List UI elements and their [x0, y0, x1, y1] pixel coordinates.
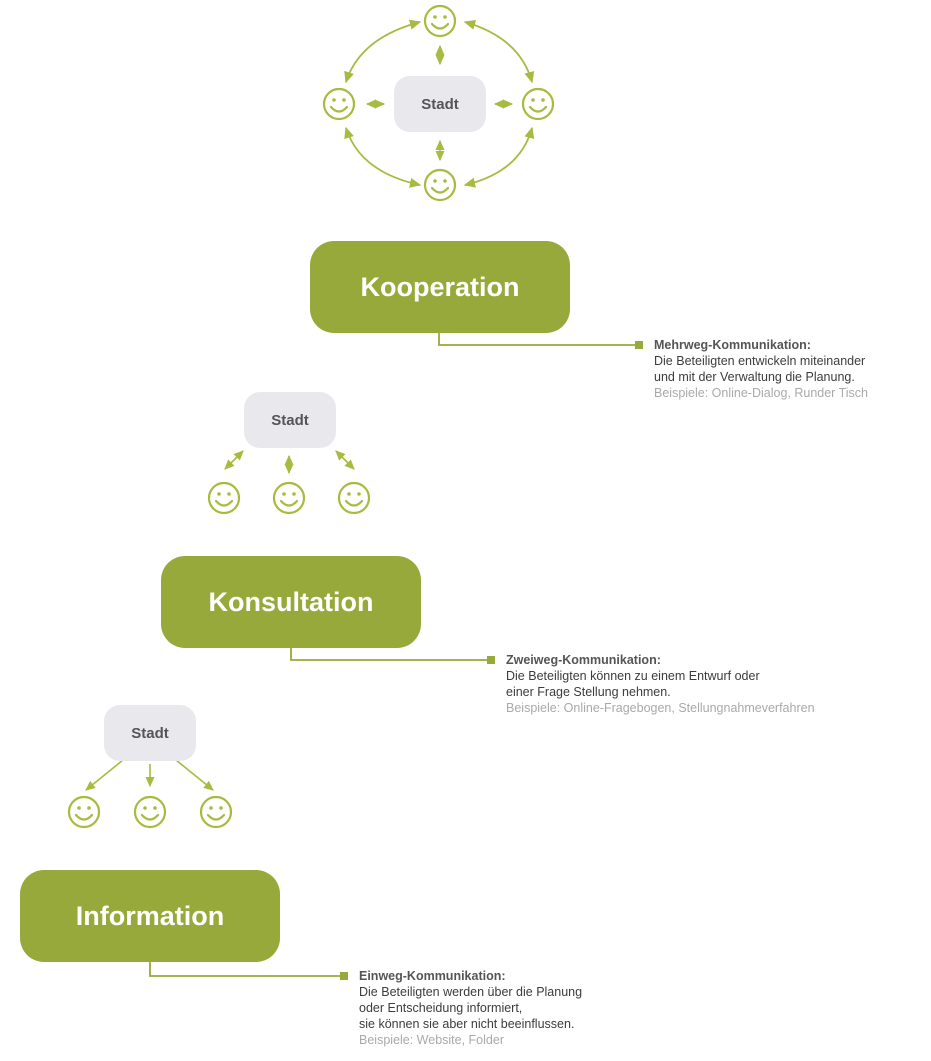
cycle-arrow: [463, 19, 535, 84]
one-way-arrow: [175, 759, 214, 791]
smiley-icon: [337, 481, 371, 515]
hub-box: Stadt: [244, 392, 336, 448]
description-title: Zweiweg-Kommunikation:: [506, 653, 661, 667]
connector-line: [290, 645, 487, 661]
cycle-arrow: [344, 126, 422, 188]
connector-line: [149, 962, 340, 977]
description-kooperation: Mehrweg-Kommunikation: Die Beteiligten e…: [635, 337, 868, 401]
description-title: Einweg-Kommunikation:: [359, 969, 506, 983]
level-konsultation: Konsultation: [161, 556, 421, 648]
smiley-icon: [199, 795, 233, 829]
description-line: oder Entscheidung informiert,: [359, 1001, 523, 1015]
smiley-icon: [272, 481, 306, 515]
description-title: Mehrweg-Kommunikation:: [654, 338, 811, 352]
description-examples: Beispiele: Online-Fragebogen, Stellungna…: [506, 701, 815, 715]
hub-box: Stadt: [104, 705, 196, 761]
smiley-icon: [322, 87, 356, 121]
level-information: Information: [20, 870, 280, 962]
description-line: Die Beteiligten werden über die Planung: [359, 985, 583, 999]
description-line: Die Beteiligten können zu einem Entwurf …: [506, 669, 760, 683]
description-examples: Beispiele: Online-Dialog, Runder Tisch: [654, 386, 868, 400]
smiley-icon: [133, 795, 167, 829]
bullet: [635, 341, 643, 349]
cycle-arrow: [344, 19, 422, 84]
smiley-icon: [67, 795, 101, 829]
double-arrow: [224, 450, 244, 470]
description-konsultation: Zweiweg-Kommunikation: Die Beteiligten k…: [487, 652, 815, 716]
description-line: einer Frage Stellung nehmen.: [506, 685, 671, 699]
cycle-arrow: [463, 126, 535, 188]
hub-box: Stadt: [394, 76, 486, 132]
description-line: sie können sie aber nicht beeinflussen.: [359, 1017, 575, 1031]
description-line: Die Beteiligten entwickeln miteinander: [654, 354, 866, 368]
double-arrow: [335, 450, 355, 470]
smiley-icon: [423, 168, 457, 202]
smiley-icon: [207, 481, 241, 515]
description-information: Einweg-Kommunikation: Die Beteiligten we…: [340, 968, 583, 1048]
description-examples: Beispiele: Website, Folder: [359, 1033, 504, 1047]
level-kooperation: Kooperation: [310, 241, 570, 333]
smiley-icon: [521, 87, 555, 121]
smiley-icon: [423, 4, 457, 38]
bullet: [487, 656, 495, 664]
one-way-arrow: [85, 759, 124, 791]
description-line: und mit der Verwaltung die Planung.: [654, 370, 855, 384]
bullet: [340, 972, 348, 980]
connector-line: [438, 330, 635, 346]
